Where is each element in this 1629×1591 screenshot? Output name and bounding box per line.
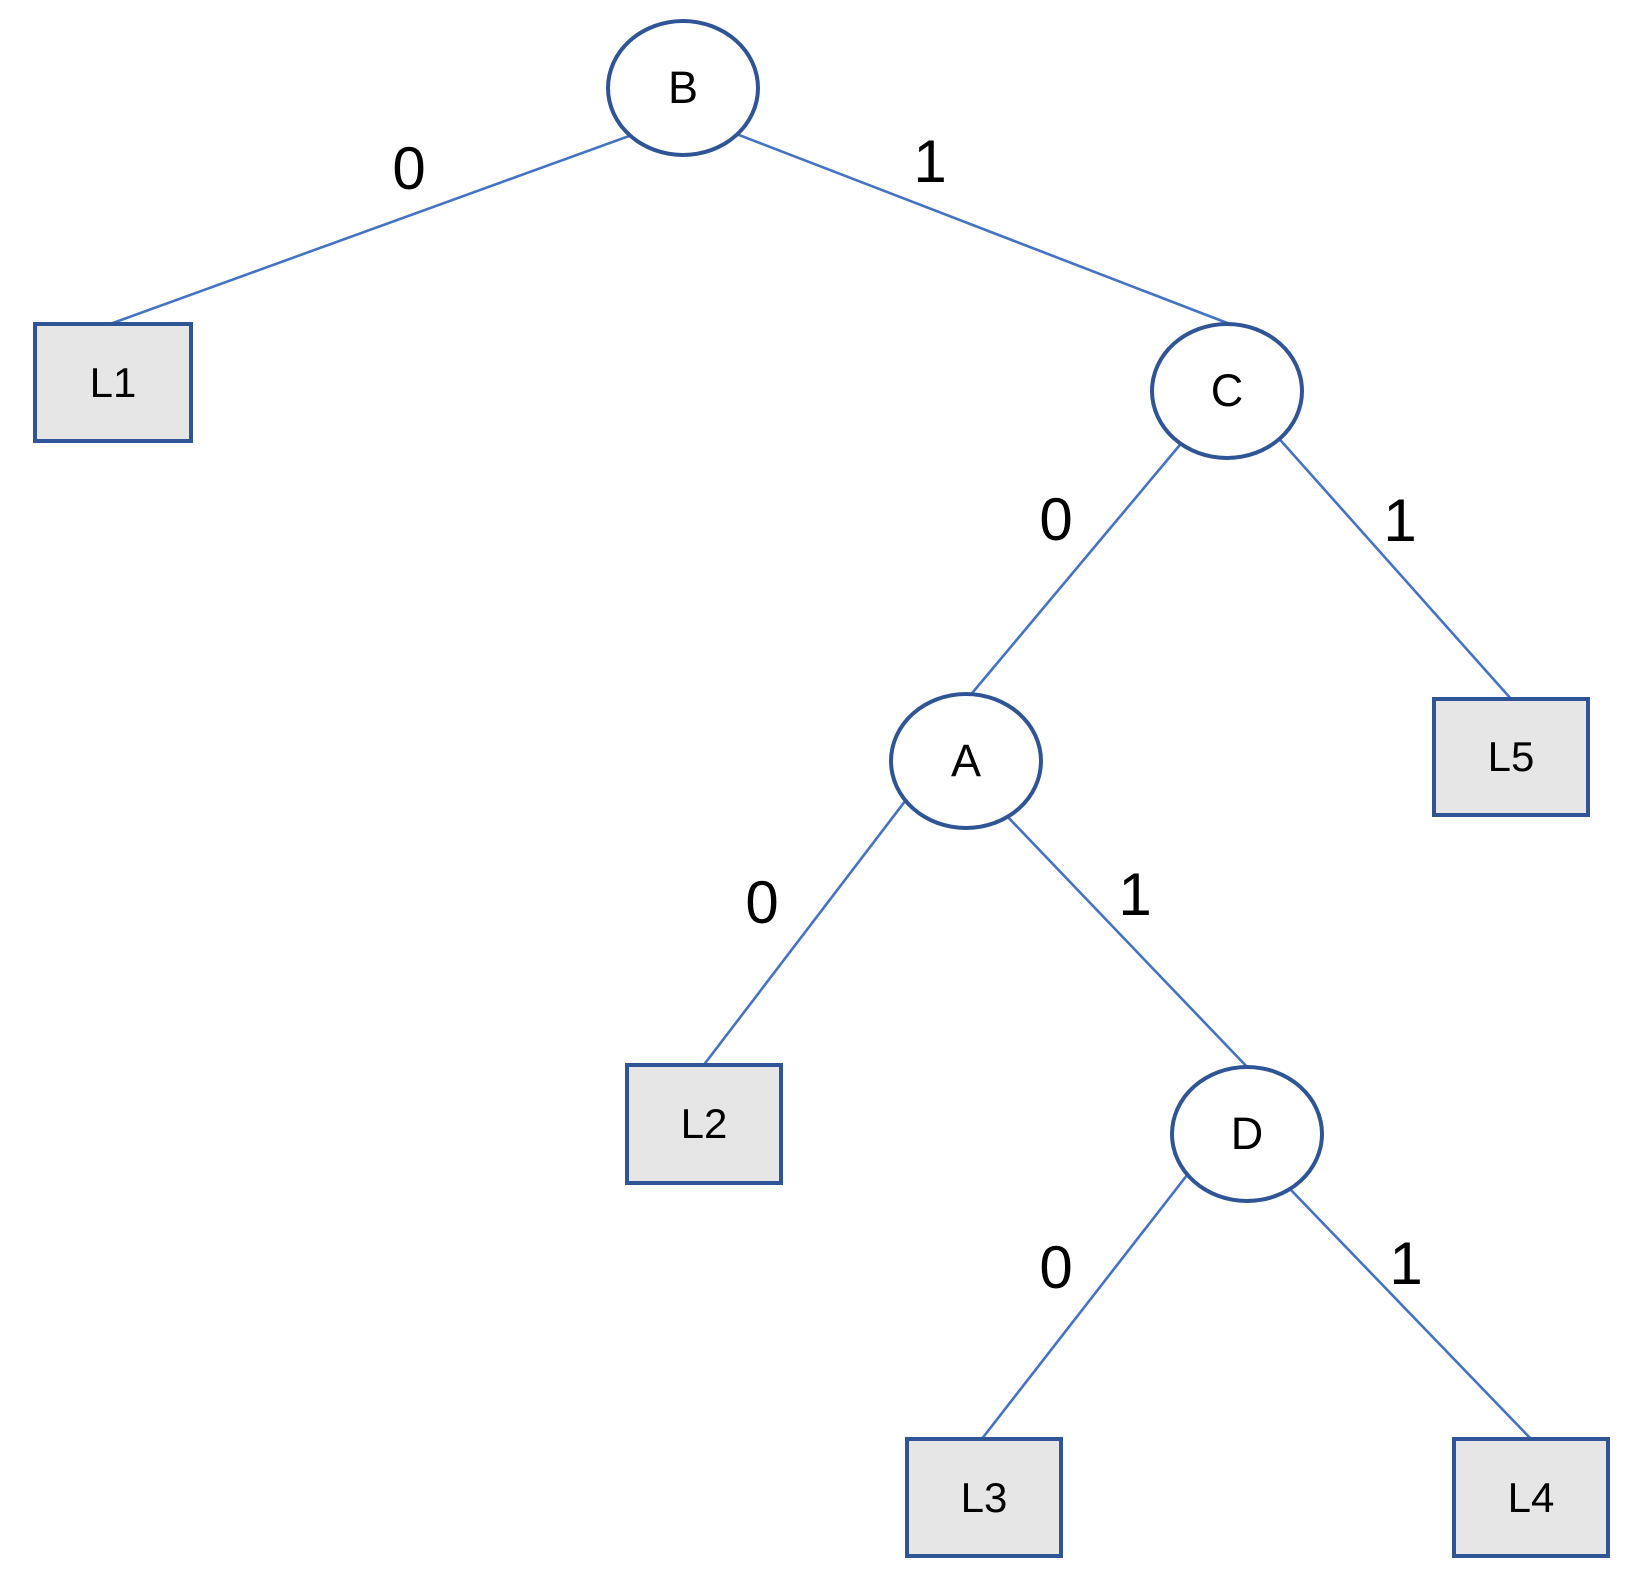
leaf-node-l2-label: L2 bbox=[680, 1100, 728, 1147]
internal-node-c: C bbox=[1150, 322, 1304, 460]
internal-node-b: B bbox=[606, 19, 760, 157]
internal-node-a: A bbox=[889, 692, 1043, 830]
leaf-node-l3-label: L3 bbox=[960, 1473, 1008, 1521]
edge-label-d-l4: 1 bbox=[1389, 1229, 1423, 1297]
edge-label-c-l5: 1 bbox=[1383, 486, 1417, 554]
edge-label-b-c: 1 bbox=[913, 127, 947, 195]
leaf-node-l5: L5 bbox=[1432, 697, 1590, 817]
edge-label-d-l3: 0 bbox=[1039, 1233, 1073, 1301]
leaf-node-l2: L2 bbox=[625, 1063, 783, 1185]
edge-line-a-d bbox=[981, 789, 1251, 1071]
edge-line-c-a bbox=[967, 414, 1206, 699]
internal-node-c-label: C bbox=[1210, 365, 1244, 416]
edge-label-a-d: 1 bbox=[1118, 860, 1152, 928]
internal-node-a-label: A bbox=[950, 735, 981, 786]
edge-line-c-l5 bbox=[1257, 414, 1513, 701]
internal-node-b-label: B bbox=[667, 62, 698, 113]
edge-line-b-c bbox=[699, 118, 1236, 328]
internal-node-d-label: D bbox=[1230, 1108, 1264, 1159]
leaf-node-l1: L1 bbox=[33, 322, 193, 443]
edge-line-a-l2 bbox=[701, 774, 927, 1067]
leaf-node-l4: L4 bbox=[1452, 1437, 1610, 1558]
edge-label-b-l1: 0 bbox=[392, 134, 426, 202]
leaf-node-l4-label: L4 bbox=[1507, 1473, 1555, 1521]
internal-node-d: D bbox=[1170, 1065, 1324, 1203]
edge-line-d-l3 bbox=[979, 1151, 1207, 1441]
edge-label-a-l2: 0 bbox=[745, 868, 779, 936]
leaf-node-l3: L3 bbox=[905, 1437, 1063, 1558]
edge-line-d-l4 bbox=[1261, 1159, 1533, 1441]
leaf-node-l5-label: L5 bbox=[1487, 733, 1535, 780]
leaf-node-l1-label: L1 bbox=[89, 358, 137, 406]
edge-label-c-a: 0 bbox=[1039, 485, 1073, 553]
edge-line-b-l1 bbox=[109, 121, 666, 326]
